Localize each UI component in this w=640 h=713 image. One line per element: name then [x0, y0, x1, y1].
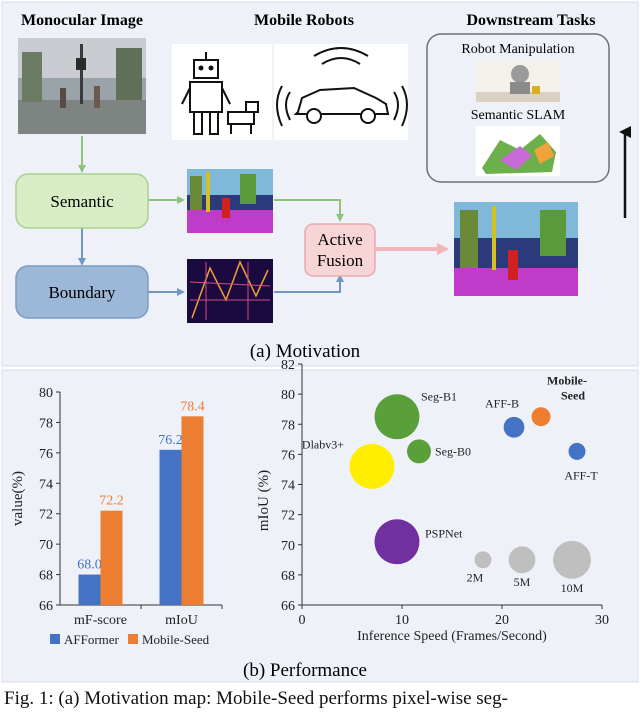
monocular-title: Monocular Image — [21, 12, 143, 29]
bar-y-tick-label: 72 — [39, 508, 53, 523]
motivation-panel: Monocular Image Mobile Robots Downstream… — [1, 1, 639, 367]
bar-y-axis-label: value(%) — [10, 471, 26, 526]
legend-label: AFFormer — [64, 632, 120, 647]
scatter-y-tick-label: 76 — [281, 448, 295, 463]
scatter-y-tick-label: 68 — [281, 569, 295, 584]
bar-data-label: 78.4 — [180, 399, 205, 414]
semantic-map-image — [187, 169, 273, 233]
scatter-x-tick-label: 10 — [395, 613, 409, 628]
scatter-point-label: AFF-T — [564, 468, 598, 482]
car-icon — [274, 44, 408, 140]
scatter-bubble — [374, 519, 420, 565]
bar-y-tick-label: 68 — [39, 569, 53, 584]
performance-panel: 66 68 70 72 74 76 78 80 value(%) mF-score 68.0 72.2… — [1, 358, 639, 683]
size-legend-label: 10M — [561, 581, 584, 595]
semantic-label: Semantic — [50, 192, 114, 211]
fusion-node: Active Fusion — [304, 223, 376, 277]
scatter-point-label: Seg-B1 — [421, 390, 457, 404]
bar-y-tick-label: 74 — [39, 477, 53, 492]
bar — [181, 416, 204, 605]
fusion-label-line1: Active — [317, 230, 362, 249]
bar-y-tick-label: 80 — [39, 386, 53, 401]
robots-title: Mobile Robots — [254, 12, 354, 29]
scatter-y-tick-label: 78 — [281, 418, 295, 433]
size-legend-label: 5M — [514, 575, 531, 589]
bar-x-tick-label: mF-score — [74, 613, 127, 628]
semantic-node: Semantic — [15, 173, 149, 229]
task-slam-label: Semantic SLAM — [471, 108, 566, 123]
scatter-y-tick-label: 74 — [281, 479, 295, 494]
scatter-bubble — [531, 407, 551, 427]
legend-swatch — [128, 634, 138, 644]
size-legend-bubble — [553, 540, 591, 579]
scatter-bubble — [568, 442, 586, 460]
scatter-y-tick-label: 72 — [281, 509, 295, 524]
scatter-point-label: PSPNet — [425, 527, 463, 541]
boundary-node: Boundary — [15, 265, 149, 319]
scatter-bubble — [374, 394, 420, 440]
scatter-bubble — [503, 416, 525, 438]
figure-caption: Fig. 1: (a) Motivation map: Mobile-Seed … — [4, 688, 508, 709]
scatter-y-axis-label: mIoU (%) — [256, 470, 272, 531]
bar-data-label: 72.2 — [99, 494, 124, 509]
bar-x-tick-label: mIoU — [165, 613, 198, 628]
scatter-y-tick-label: 70 — [281, 539, 295, 554]
manipulation-image — [476, 60, 560, 102]
scatter-y-tick-label: 66 — [281, 599, 295, 614]
scatter-point-label: Seed — [561, 389, 585, 403]
bar-y-tick-label: 66 — [39, 599, 53, 614]
size-legend-bubble — [508, 546, 536, 574]
motivation-caption: (a) Motivation — [250, 341, 361, 362]
bar — [78, 574, 101, 605]
bar-data-label: 76.2 — [158, 433, 183, 448]
downstream-box: Robot Manipulation Semantic SLAM — [426, 33, 610, 183]
bar — [159, 449, 182, 605]
street-image — [18, 38, 146, 134]
size-legend-bubble — [474, 551, 492, 569]
legend-label: Mobile-Seed — [142, 632, 210, 647]
scatter-x-tick-label: 20 — [495, 613, 509, 628]
downstream-title: Downstream Tasks — [466, 12, 595, 29]
size-legend-label: 2M — [467, 570, 484, 584]
scatter-point-label: AFF-B — [485, 396, 519, 410]
slam-image — [476, 126, 560, 176]
scatter-point-label: Mobile- — [547, 374, 587, 388]
legend-swatch — [50, 634, 60, 644]
scatter-x-axis-label: Inference Speed (Frames/Second) — [357, 629, 547, 644]
scatter-point-label: Dlabv3+ — [302, 437, 344, 451]
scatter-x-tick-label: 30 — [595, 613, 609, 628]
boundary-map-image — [187, 259, 273, 323]
bar — [100, 510, 123, 605]
task-manipulation-label: Robot Manipulation — [461, 42, 574, 57]
scatter-x-tick-label: 0 — [299, 613, 306, 628]
robot-icon — [172, 44, 272, 140]
bar-data-label: 68.0 — [77, 558, 102, 573]
fusion-label-line2: Fusion — [317, 251, 364, 270]
bar-y-tick-label: 76 — [39, 447, 53, 462]
bar-y-tick-label: 78 — [39, 416, 53, 431]
scatter-y-tick-label: 82 — [281, 358, 295, 373]
scatter-y-tick-label: 80 — [281, 388, 295, 403]
scatter-bubble — [349, 443, 395, 489]
scatter-bubble — [407, 439, 431, 464]
fused-output-image — [454, 202, 578, 296]
boundary-label: Boundary — [48, 283, 116, 302]
bar-chart: 66 68 70 72 74 76 78 80 value(%) mF-score 68.0 72.2… — [10, 386, 223, 647]
bar-y-tick-label: 70 — [39, 538, 53, 553]
performance-caption: (b) Performance — [243, 660, 367, 681]
scatter-point-label: Seg-B0 — [435, 444, 471, 458]
